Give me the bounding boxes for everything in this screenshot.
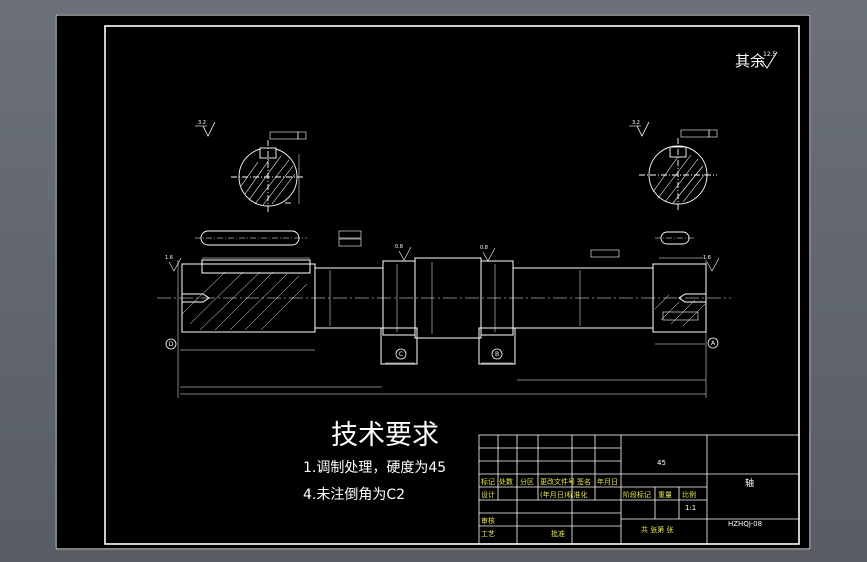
tb-sign: 签名 [577,477,591,486]
tb-date: 年月日 [597,477,618,486]
drawing-canvas: 其余 12.5 3.2 [55,14,811,550]
tech-req-item-2: 4.未注倒角为C2 [303,487,405,503]
tb-change-doc: 更改文件号 [540,477,575,486]
tech-req-title: 技术要求 [331,420,439,451]
roughness-label-1: 3.2 [198,120,206,126]
tb-stage-mark: 阶段标记 [623,490,651,499]
feature-control-frames [168,230,720,272]
datum-markers [165,337,719,360]
technical-requirements: 技术要求 1.调制处理，硬度为45 4.未注倒角为C2 [303,420,446,503]
tb-process: 工艺 [481,530,495,538]
tb-weight: 重量 [658,491,672,499]
tb-material: 45 [657,459,666,467]
tb-zone: 分区 [520,477,534,486]
section-view-right: 3.2 [629,120,718,212]
tb-scale: 1:1 [685,504,696,512]
title-block [478,434,800,545]
tb-drawing-number: HZHQJ-08 [728,520,762,528]
section-view-left: 3.2 [195,120,307,214]
dimension-lines [177,257,707,398]
tb-standardize: (年月日)标准化 [540,490,587,499]
roughness-label-3: 0.8 [395,244,403,250]
datum-c: C [399,351,403,358]
roughness-label-4: 0.8 [480,245,488,251]
roughness-label-2: 3.2 [632,120,640,126]
key-slot-views [195,230,695,246]
inner-border [104,25,800,545]
datum-d: D [169,341,174,348]
outer-border [55,14,811,550]
tb-design: 设计 [481,490,495,499]
roughness-label-5: 1.6 [165,255,173,261]
corner-roughness-value: 12.5 [763,51,777,58]
shaft-main-view [157,257,731,365]
roughness-label-6: 1.6 [703,255,711,261]
tb-sheets: 共 张第 张 [641,525,673,534]
tb-mark: 标记 [481,477,495,486]
datum-b: B [495,351,499,358]
corner-label: 其余 [735,52,765,70]
tb-approve: 批准 [551,529,565,538]
tb-part-name: 轴 [745,477,754,489]
datum-a: A [711,340,716,347]
tech-req-item-1: 1.调制处理，硬度为45 [303,460,446,476]
tb-review: 审核 [481,516,495,525]
drawing-sheet[interactable]: 其余 12.5 3.2 [55,14,811,550]
tb-ratio: 比例 [682,490,696,499]
corner-roughness: 其余 12.5 [735,51,778,70]
tb-count: 处数 [499,477,513,486]
